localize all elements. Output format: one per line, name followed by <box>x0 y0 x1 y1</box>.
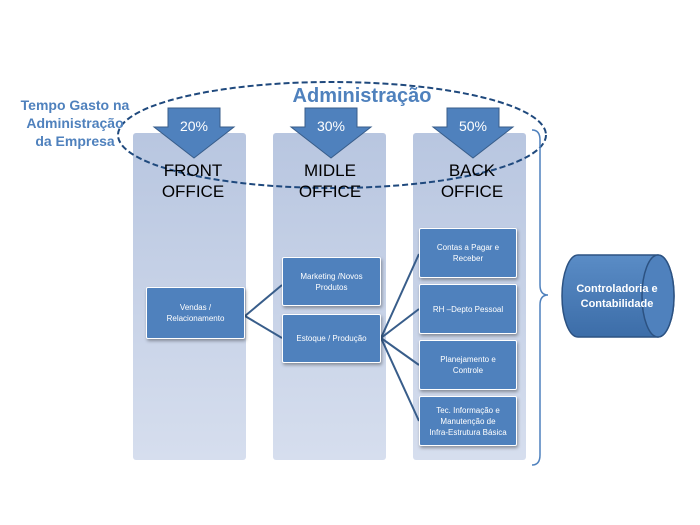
connector-front-to-marketing <box>244 284 283 317</box>
cylinder-label-line: Contabilidade <box>580 298 654 310</box>
side-label-line: da Empresa <box>35 133 115 149</box>
box-label: Relacionamento <box>166 314 225 323</box>
box-marketing-novos-produtos: Marketing /Novos Produtos <box>282 257 381 306</box>
middle-office-percent: 30% <box>316 118 346 134</box>
heading-line: OFFICE <box>298 182 362 201</box>
heading-line: FRONT <box>163 161 223 180</box>
administration-ellipse <box>117 81 547 189</box>
front-office-heading: FRONT OFFICE <box>143 160 243 202</box>
front-office-arrow <box>152 107 236 159</box>
box-planejamento-controle: Planejamento e Controle <box>419 340 517 390</box>
box-label: Planejamento e <box>440 355 496 364</box>
connector-estoque-to-tec <box>380 337 420 422</box>
back-office-arrow <box>431 107 515 159</box>
box-label: Contas a Pagar e <box>436 243 500 252</box>
box-label: Receber <box>452 254 484 263</box>
box-label: Infra-Estrutura Básica <box>429 427 507 437</box>
side-label-line: Tempo Gasto na <box>20 97 130 113</box>
connector-estoque-to-planejamento <box>380 337 420 366</box>
cylinder-label: Controladoria e Contabilidade <box>562 282 672 312</box>
side-label-line: Administração <box>26 115 124 131</box>
diagram-title: Administração <box>292 85 432 107</box>
box-label: Estoque / Produção <box>296 334 367 343</box>
heading-line: BACK <box>448 161 496 180</box>
box-label: Manutenção de <box>440 416 496 426</box>
box-estoque-producao: Estoque / Produção <box>282 314 381 363</box>
box-label: Controle <box>452 366 484 375</box>
box-label: RH –Depto Pessoal <box>432 304 504 314</box>
back-office-heading: BACK OFFICE <box>422 160 522 202</box>
connector-estoque-to-contas <box>380 253 420 339</box>
right-brace <box>531 129 549 466</box>
middle-office-heading: MIDLE OFFICE <box>280 160 380 202</box>
middle-office-arrow <box>289 107 373 159</box>
heading-line: OFFICE <box>161 182 225 201</box>
box-rh-depto-pessoal: RH –Depto Pessoal <box>419 284 517 334</box>
box-tec-informacao: Tec. Informação e Manutenção de Infra-Es… <box>419 396 517 446</box>
cylinder-label-line: Controladoria e <box>576 283 658 295</box>
controladoria-cylinder <box>561 254 675 338</box>
side-label: Tempo Gasto na Administração da Empresa <box>4 96 146 150</box>
box-label: Tec. Informação e <box>436 405 500 415</box>
front-office-percent: 20% <box>179 118 209 134</box>
heading-line: MIDLE <box>304 161 356 180</box>
connector-estoque-to-rh <box>380 308 420 339</box>
connector-front-to-estoque <box>244 315 283 339</box>
box-label: Marketing /Novos <box>300 271 363 281</box>
box-label: Produtos <box>315 282 348 292</box>
box-vendas-relacionamento: Vendas / Relacionamento <box>146 287 245 339</box>
back-office-percent: 50% <box>458 118 488 134</box>
box-label: Vendas / <box>179 303 212 312</box>
heading-line: OFFICE <box>440 182 504 201</box>
box-contas-pagar-receber: Contas a Pagar e Receber <box>419 228 517 278</box>
